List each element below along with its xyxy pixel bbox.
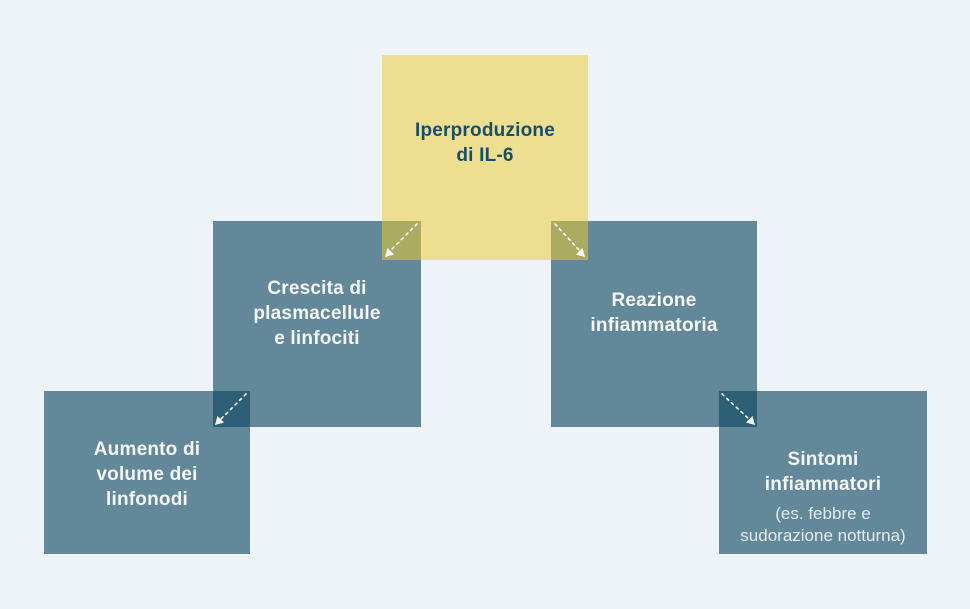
node-aumento-volume-linfonodi: Aumento di volume dei linfonodi (44, 391, 250, 554)
node-sintomi-infiammatori: Sintomi infiammatori (es. febbre e sudor… (719, 391, 927, 554)
node-label-line: linfonodi (106, 489, 188, 510)
node-subtitle-line: (es. febbre e (775, 504, 871, 523)
node-label-line: volume dei (96, 464, 198, 485)
node-label-line: Aumento di (93, 439, 201, 460)
node-label-line: Reazione (611, 290, 697, 311)
node-label-line: di IL-6 (456, 144, 514, 166)
node-label-line: plasmacellule (253, 302, 381, 324)
node-subtitle: (es. febbre e sudorazione notturna) (740, 503, 905, 546)
node-label-line: e linfociti (274, 327, 360, 349)
node-subtitle-line: sudorazione notturna) (740, 525, 906, 545)
node-label-line: Iperproduzione (414, 119, 556, 141)
node-label-line: infiammatori (764, 474, 882, 495)
node-iperproduzione-il6: Iperproduzione di IL-6 (382, 55, 588, 260)
node-label-line: Sintomi (787, 449, 859, 470)
node-label-line: infiammatoria (590, 315, 718, 336)
node-label-line: Crescita di (267, 277, 367, 299)
node-reazione-infiammatoria: Reazione infiammatoria (551, 221, 757, 427)
